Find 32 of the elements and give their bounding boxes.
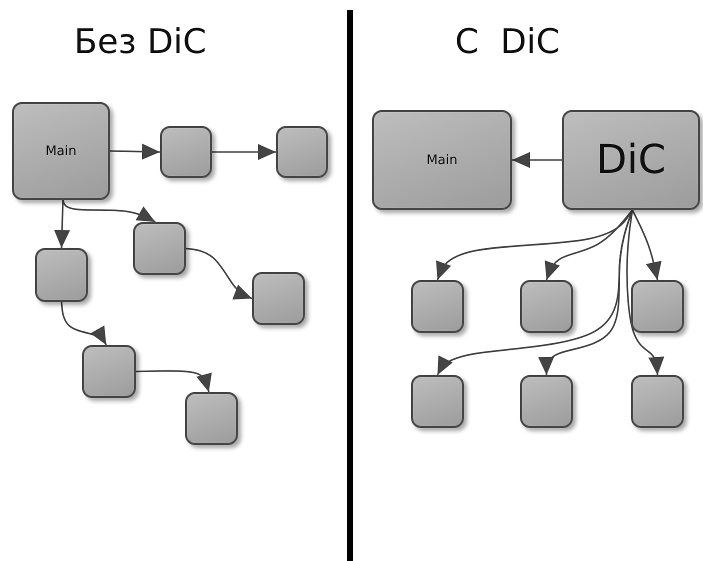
rounded-box [185,392,238,445]
rounded-box [520,375,573,428]
node-label: DiC [596,137,666,183]
component-box [372,110,512,210]
arrow [512,152,562,168]
rounded-box [631,280,684,333]
rounded-box [35,248,88,302]
arrow [626,210,664,376]
arrow [544,210,633,280]
rounded-box [411,280,464,333]
arrow [60,302,107,346]
arrow [186,248,252,300]
rounded-box [82,345,136,398]
rounded-box [133,222,186,275]
rounded-box [160,126,212,178]
heading: С DiC [455,22,560,62]
arrow [212,144,276,160]
arrow [632,210,662,280]
component-box [12,102,110,200]
rounded-box [631,375,684,428]
arrow [54,200,70,248]
rounded-box [520,280,573,333]
rounded-box [276,126,328,178]
node-label: Main [45,144,77,158]
heading: Без DiC [74,22,206,62]
rounded-box [252,272,305,325]
arrow [62,200,156,223]
component-box [562,110,700,210]
rounded-box [411,375,464,428]
arrow [136,370,212,392]
arrow [110,144,160,160]
node-label: Main [426,152,458,168]
